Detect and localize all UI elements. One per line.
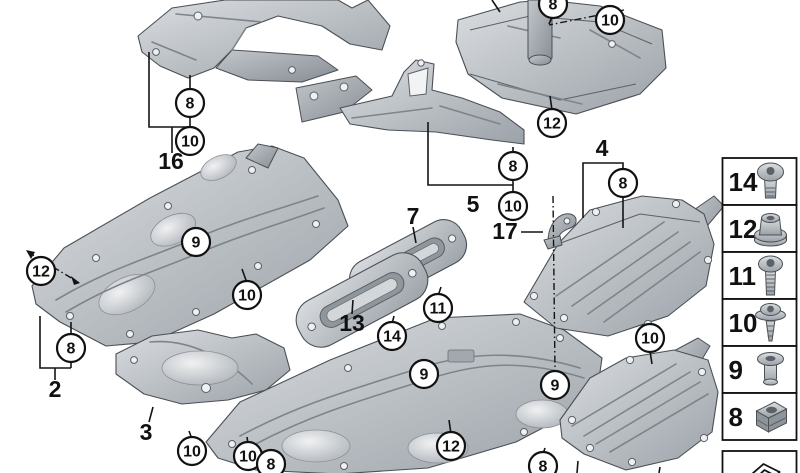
callout-ring — [25, 255, 57, 287]
callout-number: 10 — [183, 444, 201, 461]
callout-circle-8[interactable]: 8 — [55, 332, 87, 364]
callout-number: 12 — [442, 439, 460, 456]
callout-circle-8[interactable]: 8 — [497, 150, 529, 182]
callout-ring — [634, 322, 666, 354]
callout-ring — [376, 320, 408, 352]
callout-ring — [55, 332, 87, 364]
callout-circle-8[interactable]: 8 — [255, 448, 287, 473]
callout-ring — [422, 292, 454, 324]
callout-number: 10 — [181, 134, 199, 151]
part-number-label-3[interactable]: 3 — [140, 419, 153, 445]
legend-number: 9 — [729, 355, 743, 385]
callout-ring — [174, 87, 206, 119]
callout-number: 14 — [383, 329, 401, 346]
callout-ring — [539, 369, 571, 401]
callout-number: 8 — [186, 96, 195, 113]
callout-ring — [536, 107, 568, 139]
callout-ring — [497, 190, 529, 222]
callout-ring — [408, 358, 440, 390]
callout-number: 8 — [539, 459, 548, 473]
callout-number: 9 — [192, 235, 201, 252]
legend-item-11[interactable]: 11 — [721, 251, 798, 300]
legend-number: 12 — [729, 214, 758, 244]
callout-ring — [435, 430, 467, 462]
callout-number: 10 — [238, 288, 256, 305]
callout-circle-8[interactable]: 8 — [607, 167, 639, 199]
part-rear-panel-right[interactable] — [559, 337, 719, 471]
legend-cell-border — [721, 251, 798, 300]
legend-item-10[interactable]: 10 — [721, 298, 798, 347]
part-number-label-5[interactable]: 5 — [467, 191, 480, 217]
part-number-label-2[interactable]: 2 — [49, 376, 62, 402]
fastener-legend: 14 12 11 10 9 8 — [721, 157, 798, 473]
callout-circle-12[interactable]: 12 — [536, 107, 568, 139]
callout-circle-8[interactable]: 8 — [527, 450, 559, 473]
part-4-side-panel-right[interactable] — [523, 195, 725, 337]
callout-number: 10 — [641, 331, 659, 348]
callout-number: 10 — [239, 449, 257, 466]
callout-circle-14[interactable]: 14 — [376, 320, 408, 352]
callout-circle-9[interactable]: 9 — [408, 358, 440, 390]
legend-cell-border — [721, 345, 798, 394]
callout-circle-10[interactable]: 10 — [497, 190, 529, 222]
callout-circle-10[interactable]: 10 — [232, 440, 264, 472]
legend-item-14[interactable]: 14 — [721, 157, 798, 206]
callout-circle-8[interactable]: 8 — [537, 0, 569, 20]
callout-ring — [594, 4, 626, 36]
callout-ring — [527, 450, 559, 473]
callout-number: 9 — [551, 378, 560, 395]
part-number-label-7[interactable]: 7 — [407, 203, 420, 229]
callout-number: 10 — [601, 13, 619, 30]
callout-ring — [497, 150, 529, 182]
callout-ring — [231, 279, 263, 311]
legend-item-8[interactable]: 8 — [721, 392, 798, 441]
callout-number: 8 — [509, 159, 518, 176]
callout-circle-11[interactable]: 11 — [422, 292, 454, 324]
callout-ring — [537, 0, 569, 20]
callout-number: 12 — [32, 264, 50, 281]
callout-circle-12[interactable]: 12 — [435, 430, 467, 462]
part-number-label-16[interactable]: 16 — [158, 148, 184, 174]
callout-circle-9[interactable]: 9 — [180, 226, 212, 258]
callout-number: 12 — [543, 116, 561, 133]
callout-ring — [607, 167, 639, 199]
legend-item-9[interactable]: 9 — [721, 345, 798, 394]
legend-number: 10 — [729, 308, 758, 338]
part-number-label-17[interactable]: 17 — [492, 218, 518, 244]
callout-ring — [176, 435, 208, 467]
callout-circle-8[interactable]: 8 — [174, 87, 206, 119]
callout-circle-10[interactable]: 10 — [231, 279, 263, 311]
part-storage-tray[interactable] — [455, 0, 667, 115]
part-5-support-bracket[interactable] — [295, 59, 525, 145]
legend-cell-border — [721, 450, 798, 473]
callout-number: 8 — [67, 341, 76, 358]
callout-circle-10[interactable]: 10 — [594, 4, 626, 36]
legend-cell-border — [721, 157, 798, 206]
callout-circle-10[interactable]: 10 — [176, 435, 208, 467]
legend-number: 14 — [729, 167, 758, 197]
callout-number: 8 — [619, 176, 628, 193]
legend-number: 11 — [729, 261, 757, 291]
callout-number: 10 — [504, 199, 522, 216]
callout-circle-10[interactable]: 10 — [174, 125, 206, 157]
legend-number: 8 — [729, 402, 743, 432]
part-16-front-underbody-shield[interactable] — [137, 0, 391, 83]
legend-item-12[interactable]: 12 — [721, 204, 798, 253]
callout-circle-9[interactable]: 9 — [539, 369, 571, 401]
part-number-label-13[interactable]: 13 — [339, 310, 365, 336]
callout-ring — [180, 226, 212, 258]
part-number-label-4[interactable]: 4 — [596, 135, 609, 161]
part-13-cover-plate[interactable] — [288, 245, 435, 355]
callout-circle-12[interactable]: 12 — [25, 255, 57, 287]
legend-direction-cell — [721, 450, 798, 473]
callout-number: 8 — [549, 0, 558, 14]
part-3-center-cover[interactable] — [115, 329, 291, 405]
callout-number: 11 — [430, 301, 447, 318]
callout-ring — [255, 448, 287, 473]
callout-circle-10[interactable]: 10 — [634, 322, 666, 354]
callout-number: 8 — [267, 457, 276, 473]
callout-ring — [174, 125, 206, 157]
callout-number: 9 — [420, 367, 429, 384]
